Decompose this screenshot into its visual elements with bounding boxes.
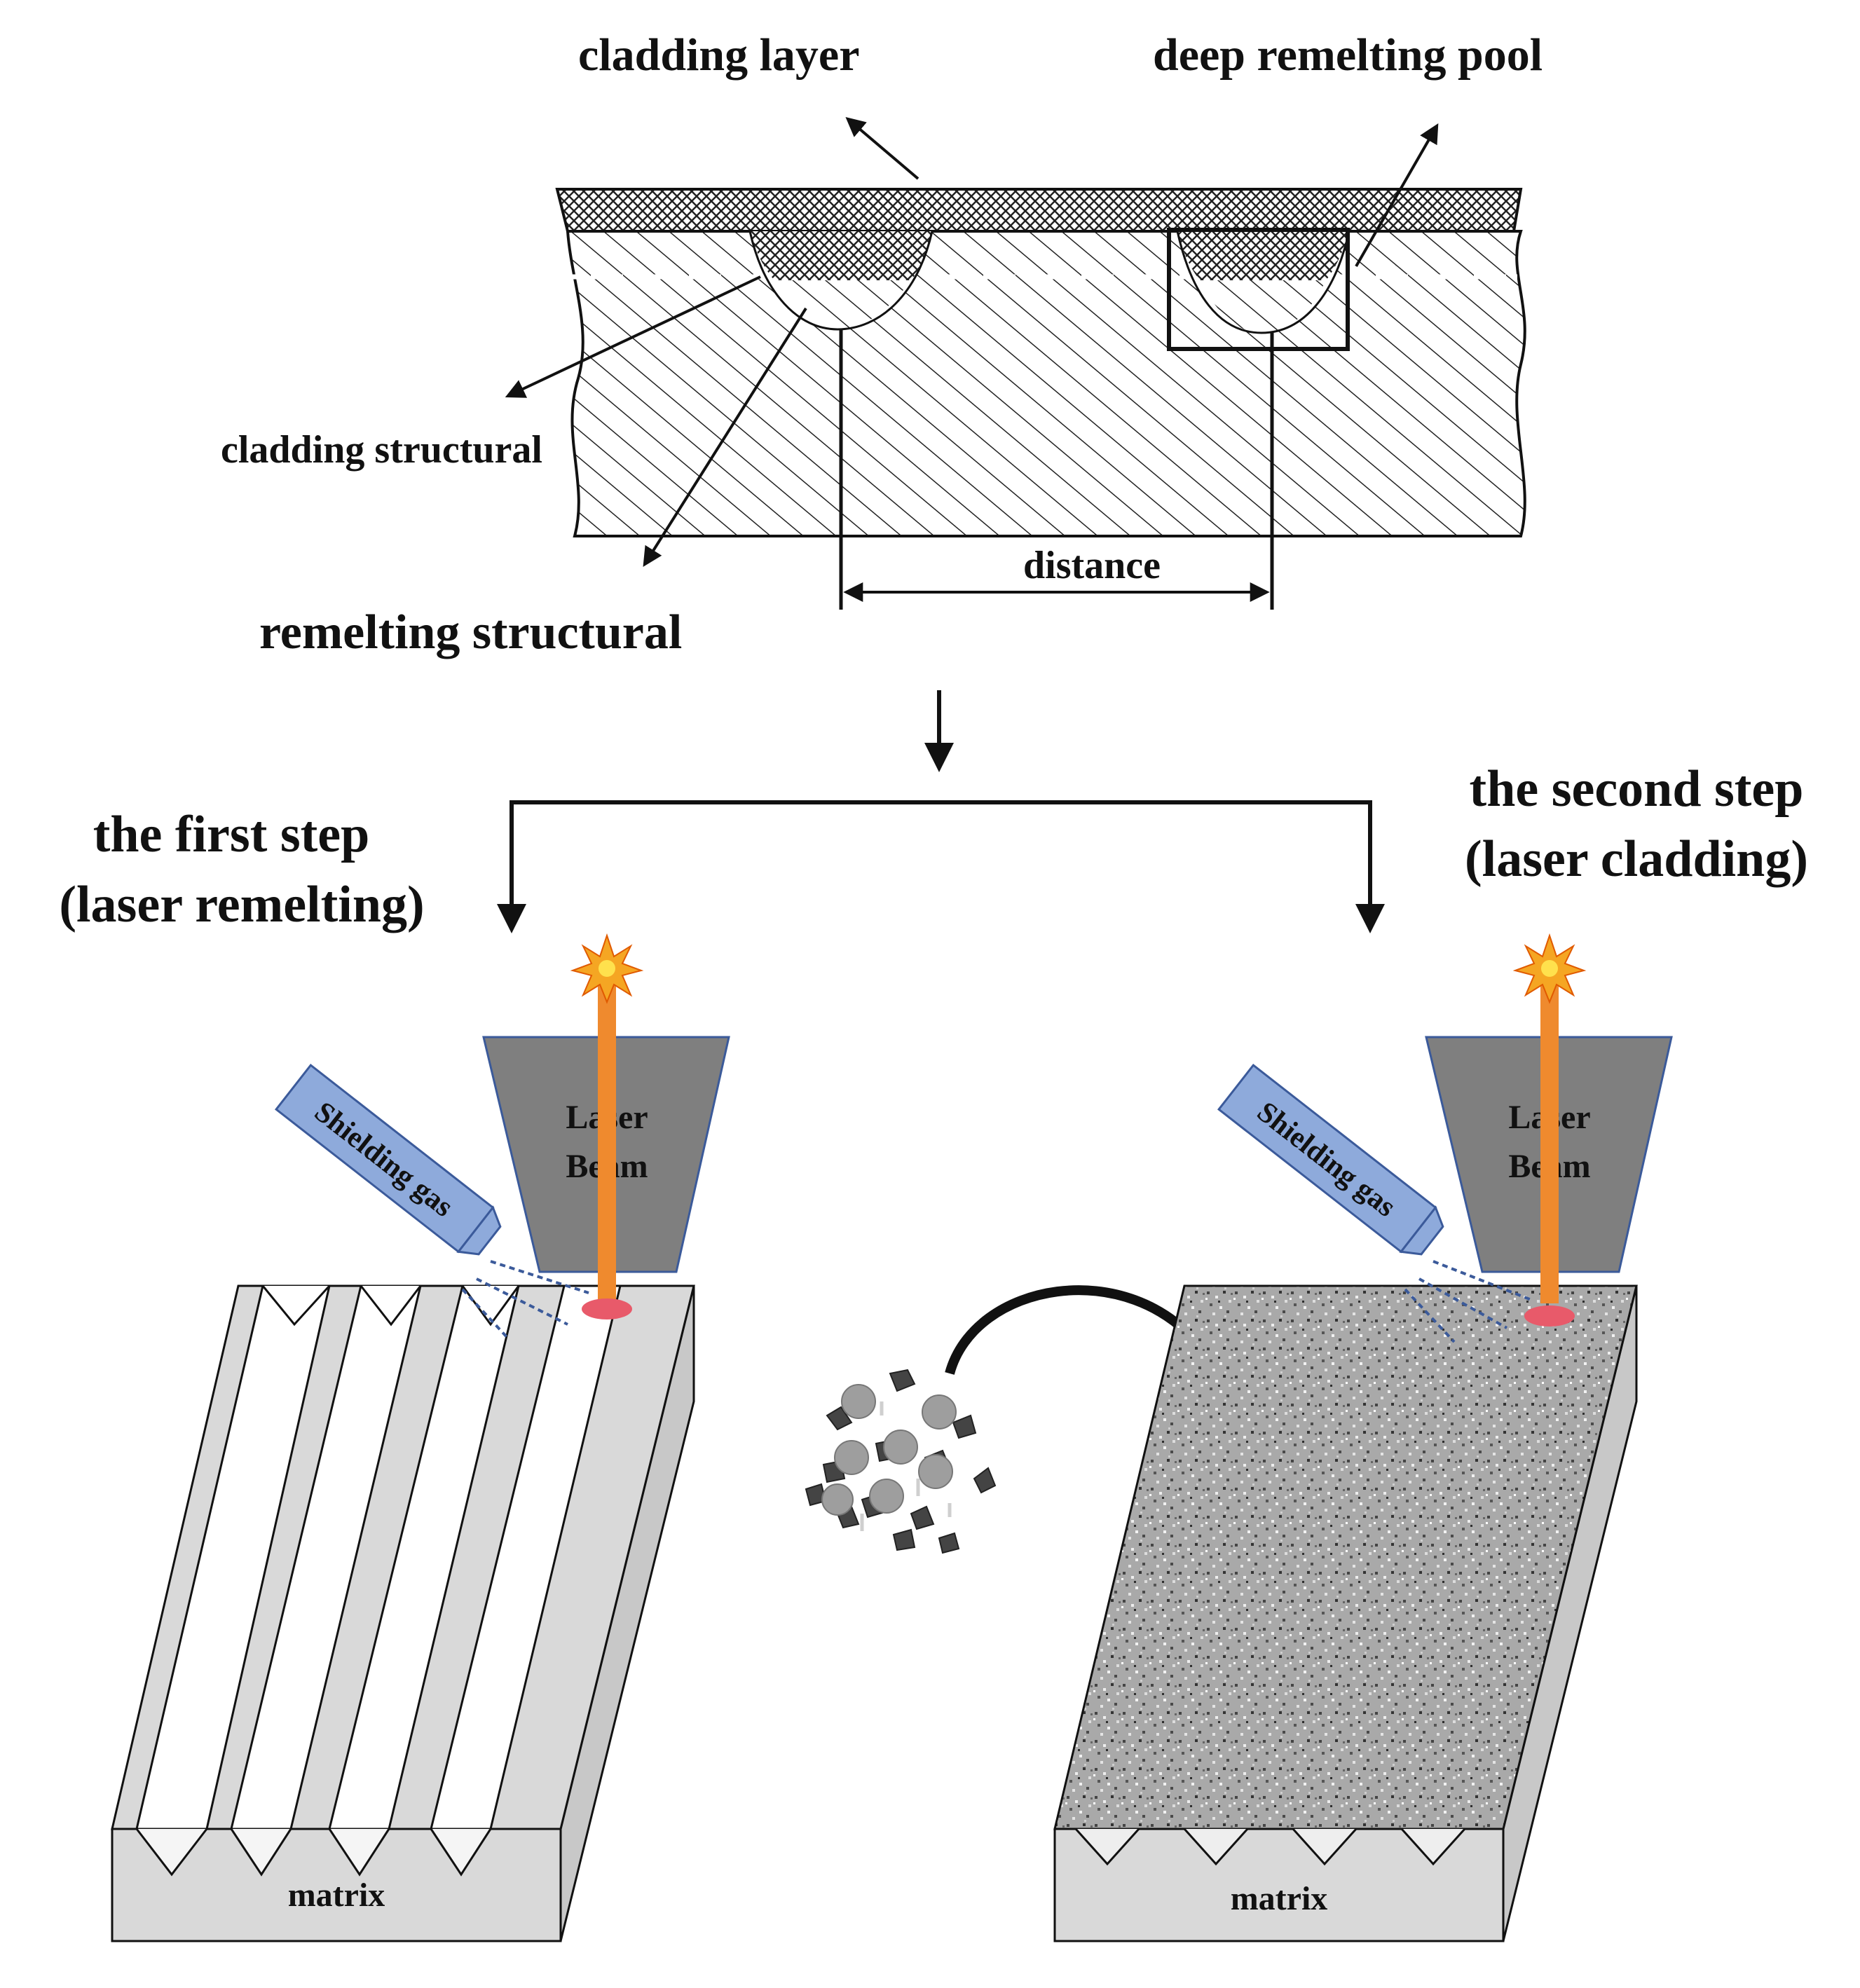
left-shielding-gas-label: Shielding gas (308, 1096, 459, 1223)
left-gas-flow-lines (461, 1260, 589, 1340)
right-laser-source-dot (1541, 960, 1558, 977)
cladding-layer-label: cladding layer (578, 29, 860, 81)
deep-remelting-pool-arrow (1355, 123, 1439, 267)
front-v-notches (135, 1828, 492, 1877)
groove-strips (135, 1284, 622, 1830)
first-step-subtitle: (laser remelting) (59, 876, 424, 933)
distance-label: distance (1023, 544, 1161, 587)
right-laser-beam (1540, 967, 1559, 1303)
cross-section-diagram: cladding layer deep remelting pool cladd… (221, 29, 1543, 659)
second-step-subtitle: (laser cladding) (1465, 830, 1808, 888)
right-laser-head: Laser Beam Shielding gas (1217, 933, 1673, 1343)
groove-v-top (261, 1284, 520, 1327)
cladding-structural-label: cladding structural (221, 428, 542, 472)
deep-remelting-pool-box (1167, 228, 1350, 351)
cladding-front-v-notches (1074, 1828, 1466, 1866)
right-gas-flow-lines (1404, 1260, 1532, 1343)
cladding-structural-arrow (505, 275, 761, 398)
right-melt-pool-outline (1176, 231, 1350, 334)
right-laser-spot (1524, 1305, 1575, 1327)
powder-particles-icon (805, 1369, 997, 1554)
left-melt-pool-outline (748, 231, 934, 331)
left-laser-spot (582, 1298, 632, 1319)
right-melt-pool-upper (1177, 231, 1349, 280)
cladding-layer-band-fill (555, 188, 1523, 233)
remelting-block: matrix (111, 1284, 695, 1942)
left-melt-pool-lower (774, 280, 911, 329)
left-melt-pool-upper (750, 231, 932, 280)
second-step-title: the second step (1470, 760, 1804, 818)
right-shielding-gas-label: Shielding gas (1251, 1096, 1402, 1223)
cladding-block: matrix (1053, 1284, 1638, 1942)
left-laser-beam (598, 967, 616, 1303)
left-laser-head: Laser Beam Shielding gas (274, 933, 730, 1340)
cladding-layer-arrow (845, 116, 919, 180)
first-step-title: the first step (93, 806, 370, 863)
remelting-structural-label: remelting structural (259, 605, 682, 659)
flow-arrows (497, 690, 1385, 933)
right-shielding-gas-tip (1399, 1205, 1444, 1256)
remelting-structural-arrow (643, 307, 807, 567)
left-matrix-label: matrix (288, 1877, 385, 1914)
left-laser-source-dot (599, 960, 615, 977)
branch-bracket (510, 800, 1372, 925)
deep-remelting-pool-label: deep remelting pool (1153, 29, 1543, 81)
left-shielding-gas-tip (456, 1205, 502, 1256)
curved-arrow-icon (945, 1285, 1206, 1375)
right-matrix-label: matrix (1231, 1880, 1328, 1917)
right-melt-pool-lower (1200, 280, 1326, 333)
